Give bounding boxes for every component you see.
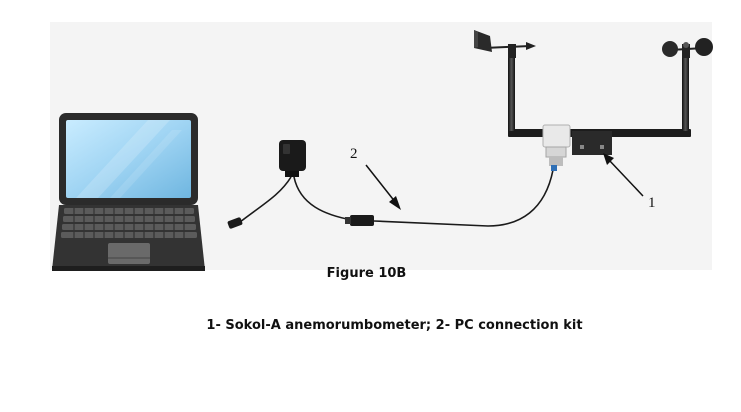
callout-label-1: 1 — [648, 195, 656, 211]
usb-adapter-icon — [279, 140, 306, 177]
anemorumbometer-icon — [474, 30, 713, 171]
figure-caption: Figure 10B — [326, 266, 407, 281]
usb-plug-icon — [227, 217, 243, 229]
callout-label-2: 2 — [350, 146, 358, 162]
inline-connector-icon — [345, 215, 374, 226]
figure-caption-row: Figure 10B — [0, 264, 741, 282]
figure-legend: 1- Sokol-A anemorumbometer; 2- PC connec… — [206, 318, 583, 333]
callout-arrow-1 — [603, 153, 644, 197]
figure-legend-row: 1- Sokol-A anemorumbometer; 2- PC connec… — [0, 316, 741, 334]
adapter-to-plug-cable — [239, 176, 292, 223]
laptop-icon — [52, 113, 205, 271]
connection-cable-long — [373, 169, 554, 227]
keyboard-keys — [61, 208, 197, 238]
touchpad — [108, 243, 150, 264]
callout-arrow-2 — [365, 164, 401, 210]
connection-cable — [293, 176, 353, 221]
